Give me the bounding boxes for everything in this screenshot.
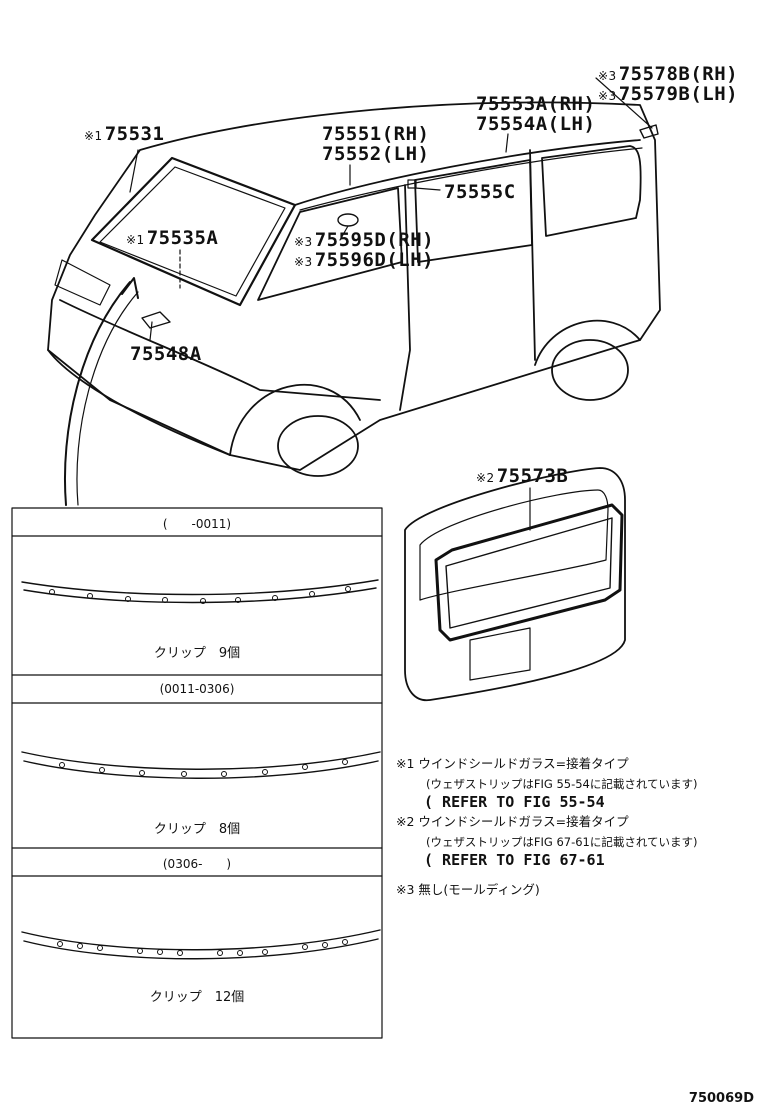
callout-arrow <box>63 281 131 506</box>
table-period-3: (0306- ) <box>162 857 232 871</box>
part-label-75554a: 75554A(LH) <box>476 113 596 135</box>
molding-3 <box>21 929 381 960</box>
note-2-ref: ( REFER TO FIG 67-61 <box>424 851 605 869</box>
van-illustration <box>47 101 661 477</box>
table-period-1: ( -0011) <box>162 517 232 531</box>
leader-lines <box>129 77 653 531</box>
table-period-2: (0011-0306) <box>159 682 235 696</box>
note-2-title: ※2 ウインドシールドガラス=接着タイプ <box>396 814 629 829</box>
part-label-75551: 75551(RH) <box>322 123 430 145</box>
back-window-glass <box>434 503 624 642</box>
table-clips-3: クリップ 12個 <box>149 990 245 1005</box>
back-door-illustration <box>404 467 626 702</box>
note-1-sub: (ウェザストリップはFIG 55-54に記載されています) <box>426 777 698 791</box>
part-label-75548a: 75548A <box>130 343 202 365</box>
molding-clip-table <box>11 507 383 1039</box>
part-label-75553a: 75553A(RH) <box>476 93 596 115</box>
note-1-ref: ( REFER TO FIG 55-54 <box>424 793 605 811</box>
part-label-75552: 75552(LH) <box>322 143 430 165</box>
table-clips-2: クリップ 8個 <box>153 822 241 837</box>
molding-1 <box>21 579 379 604</box>
note-2-sub: (ウェザストリップはFIG 67-61に記載されています) <box>426 835 698 849</box>
molding-2 <box>21 751 381 779</box>
figure-id: 750069D <box>688 1091 754 1106</box>
table-clips-1: クリップ 9個 <box>153 646 241 661</box>
note-1-title: ※1 ウインドシールドガラス=接着タイプ <box>396 756 629 771</box>
part-label-75555c: 75555C <box>444 181 516 203</box>
note-3-title: ※3 無し(モールディング) <box>396 882 540 897</box>
